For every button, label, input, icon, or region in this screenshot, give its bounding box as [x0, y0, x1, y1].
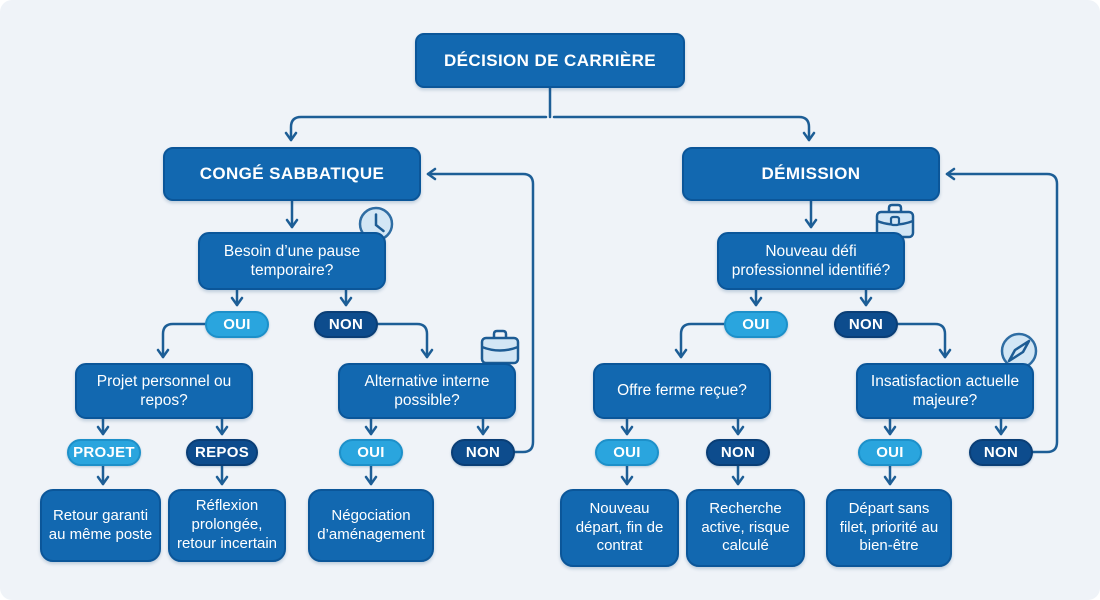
alternative-question-node: Alternative interne possible? — [338, 363, 516, 419]
connector-oui-to-offer — [674, 322, 726, 359]
connector-root-to-sabbatical — [284, 115, 548, 142]
negotiation-leaf-node: Négociation d’aménagement — [308, 489, 434, 562]
resignation-header-node: DÉMISSION — [682, 147, 940, 201]
reflection-leaf-node: Réflexion prolongée, retour incertain — [168, 489, 286, 562]
challenge-oui-pill: OUI — [724, 311, 788, 338]
search-leaf-node: Recherche active, risque calculé — [686, 489, 805, 567]
pause-oui-pill: OUI — [205, 311, 269, 338]
connector-root-to-resignation — [552, 115, 816, 142]
briefcase-icon — [875, 203, 915, 239]
connector-non-to-dissatisfaction — [896, 322, 952, 359]
offer-oui-pill: OUI — [595, 439, 659, 466]
newstart-leaf-node: Nouveau départ, fin de contrat — [560, 489, 679, 567]
projet-pill: PROJET — [67, 439, 141, 466]
connector-dissat-non-loop — [945, 167, 1059, 454]
pause-question-node: Besoin d’une pause temporaire? — [198, 232, 386, 290]
repos-pill: REPOS — [186, 439, 258, 466]
challenge-question-node: Nouveau défi professionnel identifié? — [717, 232, 905, 290]
connector-non-to-alternative — [376, 322, 434, 359]
challenge-non-pill: NON — [834, 311, 898, 338]
dissatisfaction-non-pill: NON — [969, 439, 1033, 466]
compass-icon — [1000, 332, 1038, 370]
offer-non-pill: NON — [706, 439, 770, 466]
offer-question-node: Offre ferme reçue? — [593, 363, 771, 419]
dissatisfaction-question-node: Insatisfaction actuelle majeure? — [856, 363, 1034, 419]
nonet-leaf-node: Départ sans filet, priorité au bien-être — [826, 489, 952, 567]
alternative-non-pill: NON — [451, 439, 515, 466]
suitcase-icon — [480, 329, 520, 365]
alternative-oui-pill: OUI — [339, 439, 403, 466]
sabbatical-header-node: CONGÉ SABBATIQUE — [163, 147, 421, 201]
connector-oui-to-project — [156, 322, 207, 359]
dissatisfaction-oui-pill: OUI — [858, 439, 922, 466]
connector-alt-non-loop — [426, 167, 535, 454]
root-node: DÉCISION DE CARRIÈRE — [415, 33, 685, 88]
return-leaf-node: Retour garanti au même poste — [40, 489, 161, 562]
project-question-node: Projet personnel ou repos? — [75, 363, 253, 419]
pause-non-pill: NON — [314, 311, 378, 338]
